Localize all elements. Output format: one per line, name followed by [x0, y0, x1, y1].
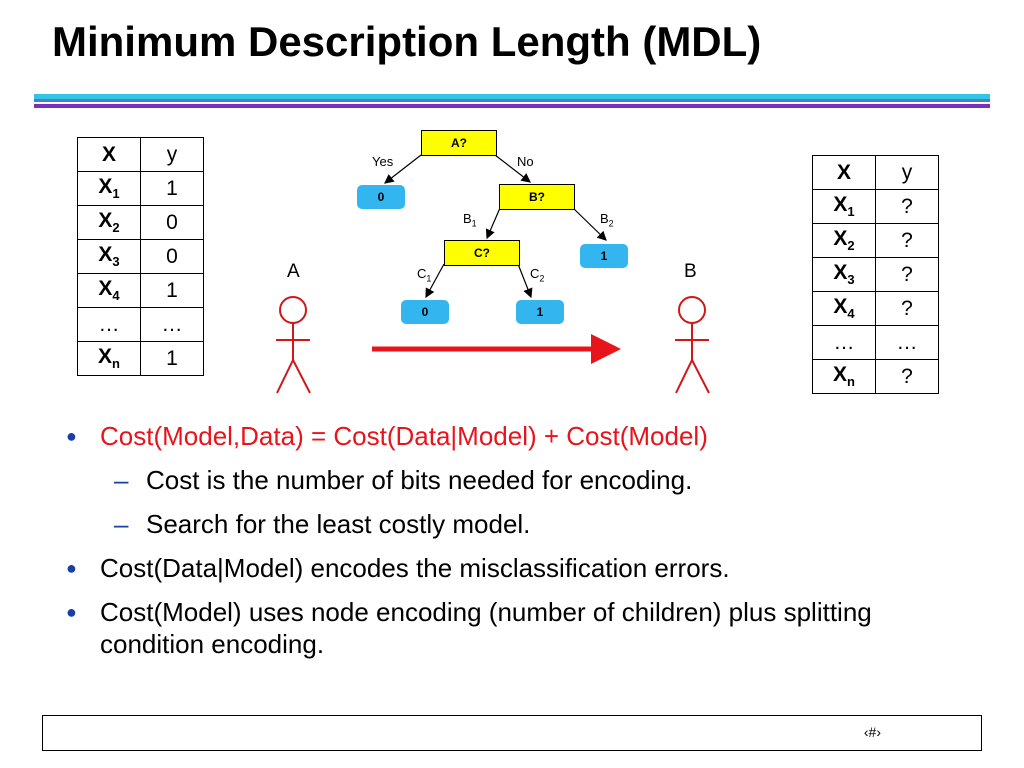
table-row: … …: [77, 307, 204, 342]
cell-y: 1: [140, 171, 204, 206]
cell-y: ?: [875, 359, 939, 394]
table-row: X1 ?: [812, 189, 939, 224]
person-a-figure: [276, 296, 311, 394]
cell-y: 0: [140, 205, 204, 240]
table-row: X2 0: [77, 205, 204, 240]
title-rule-purple: [34, 104, 990, 108]
bullet-item: ● Cost(Data|Model) encodes the misclassi…: [60, 552, 980, 584]
cell-y: ?: [875, 291, 939, 326]
sub-bullet-text: Cost is the number of bits needed for en…: [146, 465, 693, 495]
sub-bullet-item: – Cost is the number of bits needed for …: [60, 464, 980, 496]
cell-x: Xn: [812, 359, 876, 394]
table-row: X3 ?: [812, 257, 939, 292]
bullet-text: Cost(Data|Model) encodes the misclassifi…: [100, 553, 730, 583]
cell-x: …: [812, 325, 876, 360]
tree-node-a: A?: [421, 130, 497, 156]
cell-y: ?: [875, 189, 939, 224]
title-rule-blue: [34, 99, 990, 102]
title-rule-cyan: [34, 94, 990, 99]
cell-x: X2: [77, 205, 141, 240]
bullet-dot-icon: ●: [66, 426, 77, 446]
cell-y: ?: [875, 223, 939, 258]
cell-y: 0: [140, 239, 204, 274]
table-row: Xn 1: [77, 341, 204, 376]
edge-label-b2: B2: [600, 211, 614, 229]
column-header-y: y: [875, 155, 939, 190]
table-row: … …: [812, 325, 939, 360]
person-a-label: A: [287, 261, 300, 282]
cell-x: X2: [812, 223, 876, 258]
table-row: X2 ?: [812, 223, 939, 258]
cell-y: …: [140, 307, 204, 342]
edge-label-no: No: [517, 154, 534, 169]
edge-label-b1: B1: [463, 211, 477, 229]
training-data-table: X y X1 1 X2 0 X3 0 X4 1 … … Xn 1: [77, 137, 204, 376]
edge-b1: [485, 207, 501, 240]
table-row: X1 1: [77, 171, 204, 206]
cell-x: X3: [77, 239, 141, 274]
column-header-x: X: [77, 137, 141, 172]
table-row: X4 ?: [812, 291, 939, 326]
column-header-y: y: [140, 137, 204, 172]
tree-leaf-c1: 0: [401, 300, 449, 324]
cell-x: X4: [812, 291, 876, 326]
tree-leaf-b2: 1: [580, 244, 628, 268]
cell-y: …: [875, 325, 939, 360]
person-b-label: B: [684, 261, 697, 282]
sub-bullet-dash-icon: –: [114, 465, 129, 495]
cell-y: 1: [140, 273, 204, 308]
bullet-dot-icon: ●: [66, 558, 77, 578]
sub-bullet-text: Search for the least costly model.: [146, 509, 531, 539]
bullet-list: ● Cost(Model,Data) = Cost(Data|Model) + …: [60, 420, 980, 672]
page-number: ‹#›: [863, 724, 881, 740]
edge-label-c2: C2: [530, 266, 545, 284]
table-header-row: X y: [77, 137, 204, 172]
table-row: X4 1: [77, 273, 204, 308]
cell-x: X3: [812, 257, 876, 292]
table-header-row: X y: [812, 155, 939, 190]
footer-box: ‹#›: [42, 715, 982, 751]
table-row: X3 0: [77, 239, 204, 274]
cell-x: X4: [77, 273, 141, 308]
tree-node-c: C?: [444, 240, 520, 266]
slide-title: Minimum Description Length (MDL): [52, 18, 762, 65]
tree-leaf-c2: 1: [516, 300, 564, 324]
sub-bullet-item: – Search for the least costly model.: [60, 508, 980, 540]
cell-x: X1: [77, 171, 141, 206]
tree-leaf-a-yes: 0: [357, 185, 405, 209]
cell-x: X1: [812, 189, 876, 224]
unlabeled-data-table: X y X1 ? X2 ? X3 ? X4 ? … … Xn ?: [812, 155, 939, 394]
person-b-figure: [675, 296, 710, 394]
bullet-text-red: Cost(Model,Data) = Cost(Data|Model) + Co…: [100, 421, 708, 451]
edge-label-c1: C1: [417, 266, 432, 284]
cell-y: 1: [140, 341, 204, 376]
table-row: Xn ?: [812, 359, 939, 394]
tree-node-b: B?: [499, 184, 575, 210]
bullet-text: Cost(Model) uses node encoding (number o…: [100, 597, 872, 659]
bullet-item: ● Cost(Model,Data) = Cost(Data|Model) + …: [60, 420, 980, 452]
bullet-dot-icon: ●: [66, 602, 77, 622]
bullet-item: ● Cost(Model) uses node encoding (number…: [60, 596, 980, 660]
sub-bullet-dash-icon: –: [114, 509, 129, 539]
column-header-x: X: [812, 155, 876, 190]
edge-label-yes: Yes: [372, 154, 394, 169]
cell-y: ?: [875, 257, 939, 292]
cell-x: Xn: [77, 341, 141, 376]
cell-x: …: [77, 307, 141, 342]
